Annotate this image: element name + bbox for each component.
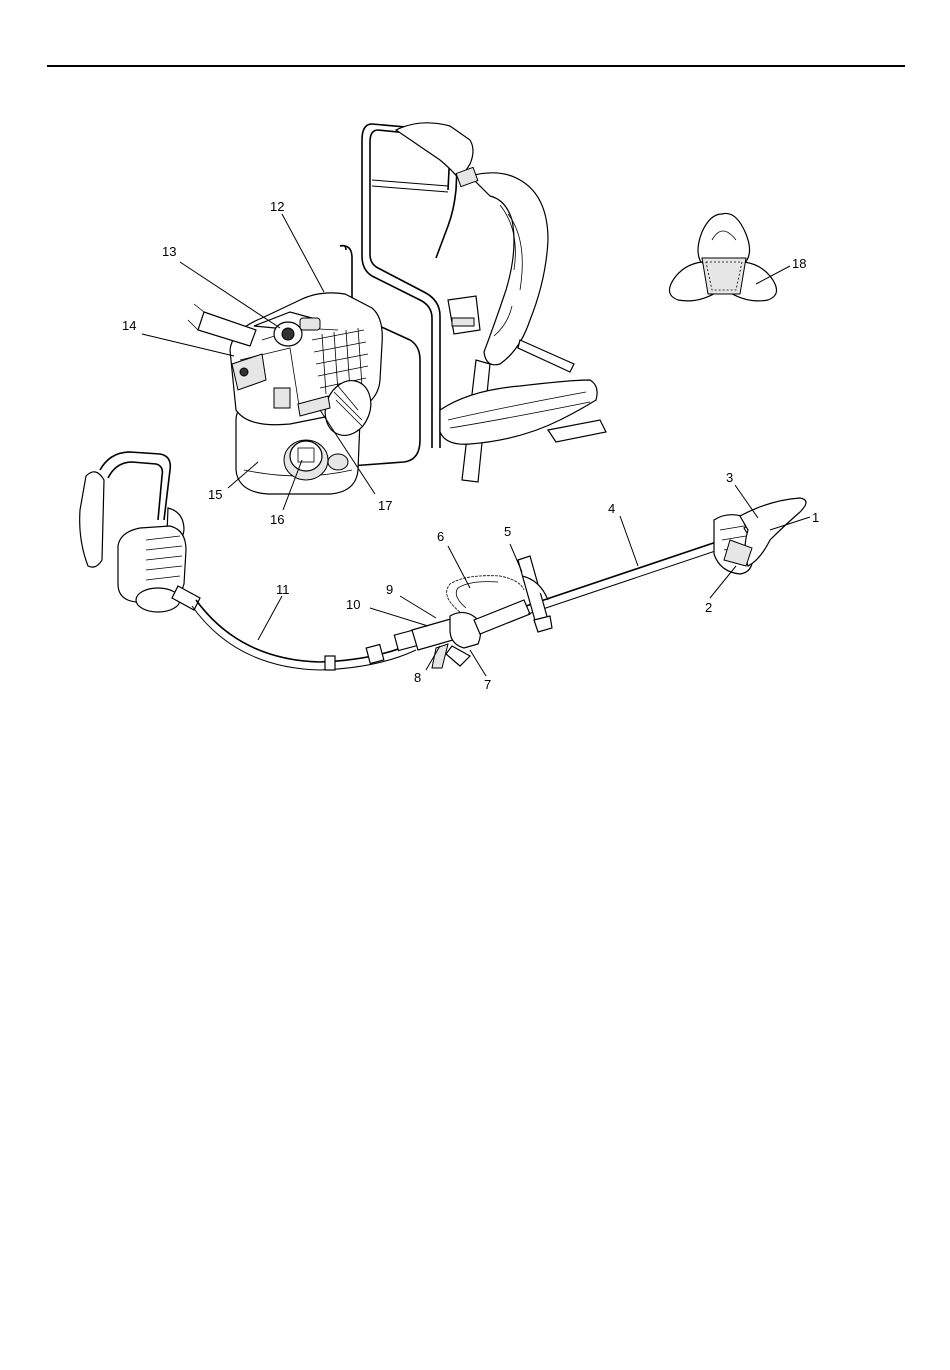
callout-16: 16 [270, 512, 284, 527]
callout-18: 18 [792, 256, 806, 271]
callout-9: 9 [386, 582, 393, 597]
callout-8: 8 [414, 670, 421, 685]
callout-12: 12 [270, 199, 284, 214]
callout-13: 13 [162, 244, 176, 259]
callout-11: 11 [276, 582, 290, 597]
callout-15: 15 [208, 487, 222, 502]
callout-14: 14 [122, 318, 136, 333]
shoulder-harness-illustration [669, 213, 776, 300]
callout-4: 4 [608, 501, 615, 516]
callout-6: 6 [437, 529, 444, 544]
callout-17: 17 [378, 498, 392, 513]
callout-2: 2 [705, 600, 712, 615]
callout-5: 5 [504, 524, 511, 539]
callout-7: 7 [484, 677, 491, 692]
complete-brushcutter-illustration [80, 452, 806, 670]
callout-1: 1 [812, 510, 819, 525]
callout-10: 10 [346, 597, 360, 612]
callout-3: 3 [726, 470, 733, 485]
